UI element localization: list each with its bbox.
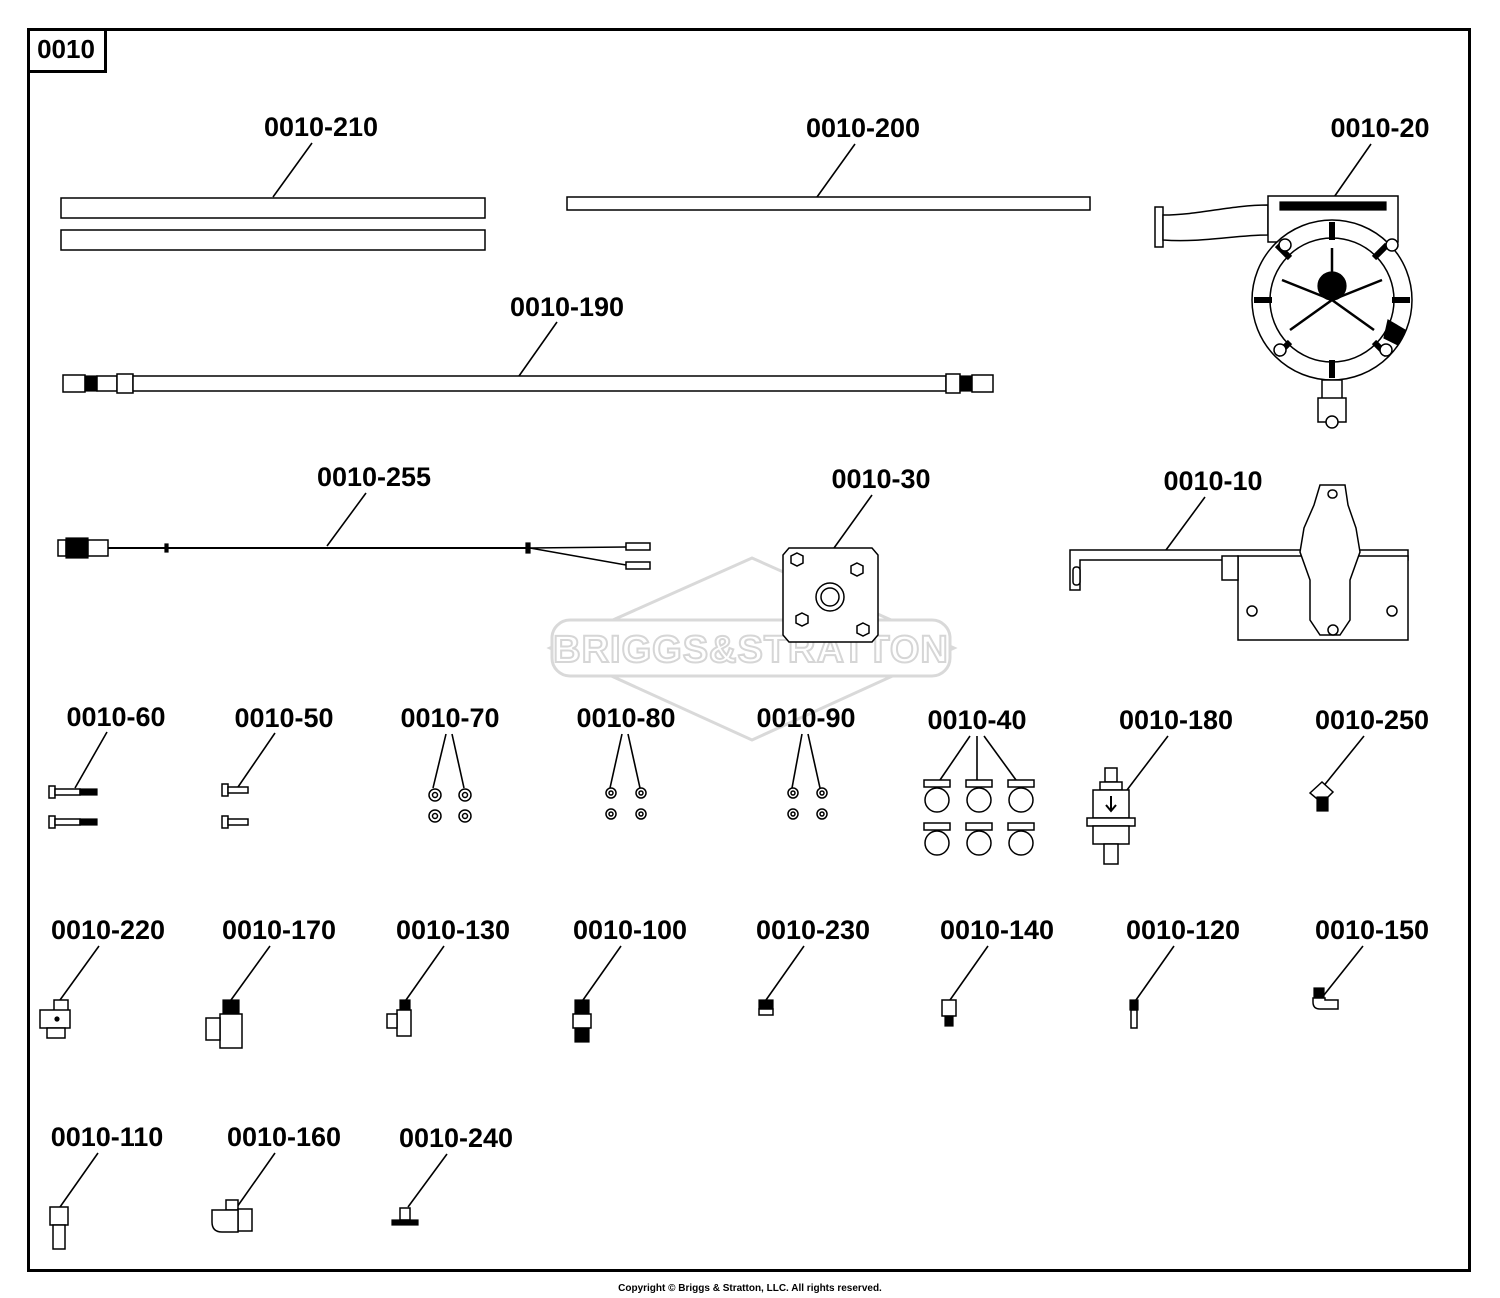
- part-0010-10[interactable]: 0010-10: [1069, 466, 1409, 641]
- part-0010-120[interactable]: 0010-120: [1126, 915, 1240, 1029]
- part-label: 0010-110: [51, 1122, 164, 1152]
- part-0010-140[interactable]: 0010-140: [940, 915, 1054, 1027]
- part-0010-60[interactable]: 0010-60: [48, 702, 166, 829]
- part-0010-30[interactable]: 0010-30: [782, 464, 931, 643]
- part-label: 0010-210: [264, 112, 378, 142]
- part-label: 0010-250: [1315, 705, 1429, 735]
- watermark: BRIGGS&STRATTON: [546, 556, 958, 742]
- part-0010-90[interactable]: 0010-90: [756, 703, 856, 820]
- diagram-frame: [27, 28, 1471, 1272]
- part-label: 0010-10: [1163, 466, 1262, 496]
- part-0010-210[interactable]: 0010-210: [60, 112, 486, 251]
- part-0010-110[interactable]: 0010-110: [49, 1122, 164, 1250]
- part-0010-40[interactable]: 0010-40: [923, 705, 1035, 856]
- part-label: 0010-120: [1126, 915, 1240, 945]
- part-label: 0010-90: [756, 703, 855, 733]
- part-label: 0010-140: [940, 915, 1054, 945]
- part-0010-250[interactable]: 0010-250: [1308, 705, 1429, 812]
- part-label: 0010-230: [756, 915, 870, 945]
- part-label: 0010-200: [806, 113, 920, 143]
- part-label: 0010-80: [576, 703, 675, 733]
- part-0010-50[interactable]: 0010-50: [221, 703, 334, 829]
- part-label: 0010-150: [1315, 915, 1429, 945]
- part-label: 0010-160: [227, 1122, 341, 1152]
- part-0010-240[interactable]: 0010-240: [391, 1123, 513, 1226]
- part-0010-70[interactable]: 0010-70: [400, 703, 500, 823]
- part-label: 0010-70: [400, 703, 499, 733]
- part-0010-220[interactable]: 0010-220: [39, 915, 165, 1039]
- part-0010-190[interactable]: 0010-190: [62, 292, 994, 394]
- part-0010-200[interactable]: 0010-200: [566, 113, 1091, 211]
- part-0010-180[interactable]: 0010-180: [1086, 705, 1233, 865]
- part-0010-100[interactable]: 0010-100: [572, 915, 687, 1043]
- part-0010-230[interactable]: 0010-230: [756, 915, 870, 1016]
- part-label: 0010-30: [831, 464, 930, 494]
- part-0010-170[interactable]: 0010-170: [205, 915, 336, 1049]
- part-label: 0010-50: [234, 703, 333, 733]
- part-0010-20[interactable]: 0010-20: [1154, 113, 1430, 429]
- part-label: 0010-190: [510, 292, 624, 322]
- section-tag: 0010: [28, 29, 107, 73]
- part-label: 0010-170: [222, 915, 336, 945]
- part-0010-130[interactable]: 0010-130: [386, 915, 510, 1037]
- part-label: 0010-255: [317, 462, 431, 492]
- copyright-text: Copyright © Briggs & Stratton, LLC. All …: [618, 1283, 882, 1294]
- part-0010-150[interactable]: 0010-150: [1312, 915, 1429, 1010]
- part-0010-160[interactable]: 0010-160: [211, 1122, 341, 1233]
- part-label: 0010-130: [396, 915, 510, 945]
- part-label: 0010-240: [399, 1123, 513, 1153]
- part-label: 0010-100: [573, 915, 687, 945]
- part-label: 0010-60: [66, 702, 165, 732]
- watermark-text: BRIGGS&STRATTON: [553, 629, 949, 671]
- part-label: 0010-40: [927, 705, 1026, 735]
- part-0010-255[interactable]: 0010-255: [57, 462, 651, 570]
- part-label: 0010-220: [51, 915, 165, 945]
- part-label: 0010-20: [1330, 113, 1429, 143]
- part-0010-80[interactable]: 0010-80: [576, 703, 676, 820]
- part-label: 0010-180: [1119, 705, 1233, 735]
